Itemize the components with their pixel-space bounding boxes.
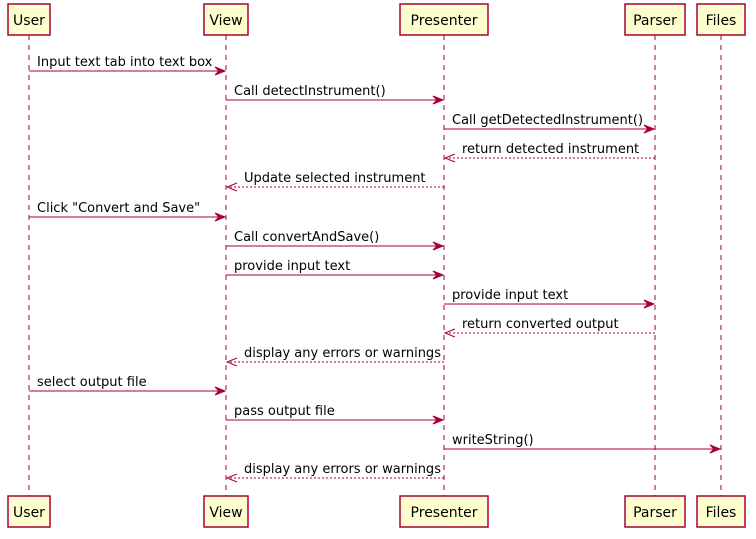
arrowhead-open — [443, 328, 456, 338]
message-label: Update selected instrument — [244, 171, 426, 186]
participant-box — [7, 3, 51, 36]
message-label: Call detectInstrument() — [234, 84, 386, 99]
participant-top-files: Files — [696, 3, 746, 36]
message-10: return converted output — [443, 317, 655, 338]
message-label: Call getDetectedInstrument() — [452, 113, 643, 128]
participant-top-parser: Parser — [624, 3, 686, 36]
participant-label: User — [13, 13, 45, 29]
message-6: Click "Convert and Save" — [29, 201, 227, 222]
participant-top-view: View — [203, 3, 249, 36]
arrowhead-solid — [643, 124, 656, 134]
message-5: Update selected instrument — [225, 171, 444, 192]
participant-label: Files — [706, 505, 737, 521]
message-label: Input text tab into text box — [37, 55, 213, 70]
message-3: Call getDetectedInstrument() — [444, 113, 656, 134]
participant-bottom-presenter: Presenter — [399, 495, 489, 528]
arrowhead-solid — [214, 212, 227, 222]
arrowhead-open — [443, 153, 456, 163]
lifelines — [28, 35, 722, 496]
participant-bottom-view: View — [203, 495, 249, 528]
participant-box — [696, 495, 746, 528]
arrowhead-solid — [432, 415, 445, 425]
message-2: Call detectInstrument() — [226, 84, 445, 105]
participant-box — [624, 3, 686, 36]
participant-box — [696, 3, 746, 36]
participant-box — [203, 495, 249, 528]
message-label: Call convertAndSave() — [234, 230, 379, 245]
message-label: writeString() — [452, 433, 534, 448]
participant-label: Parser — [633, 13, 677, 29]
arrowhead-solid — [709, 444, 722, 454]
message-8: provide input text — [226, 259, 445, 280]
participant-top-presenter: Presenter — [399, 3, 489, 36]
arrowhead-solid — [643, 299, 656, 309]
arrowhead-solid — [432, 241, 445, 251]
message-label: Click "Convert and Save" — [37, 201, 200, 216]
participant-bottom-parser: Parser — [624, 495, 686, 528]
arrowhead-open — [225, 473, 238, 483]
message-label: provide input text — [234, 259, 350, 274]
message-label: select output file — [37, 375, 147, 390]
arrowhead-solid — [214, 386, 227, 396]
message-label: display any errors or warnings — [244, 462, 441, 477]
message-11: display any errors or warnings — [225, 346, 444, 367]
participant-label: Parser — [633, 505, 677, 521]
participants-top: User View Presenter Parser Files — [7, 3, 746, 36]
arrowhead-solid — [432, 95, 445, 105]
message-label: display any errors or warnings — [244, 346, 441, 361]
participants-bottom: User View Presenter Parser Files — [7, 495, 746, 528]
message-4: return detected instrument — [443, 142, 655, 163]
participant-label: User — [13, 505, 45, 521]
participant-box — [203, 3, 249, 36]
participant-box — [624, 495, 686, 528]
message-15: display any errors or warnings — [225, 462, 444, 483]
participant-top-user: User — [7, 3, 51, 36]
participant-label: Files — [706, 13, 737, 29]
arrowhead-open — [225, 182, 238, 192]
participant-label: View — [209, 13, 242, 29]
participant-box — [399, 3, 489, 36]
participant-box — [7, 495, 51, 528]
participant-label: Presenter — [411, 505, 478, 521]
message-7: Call convertAndSave() — [226, 230, 445, 251]
participant-bottom-user: User — [7, 495, 51, 528]
participant-bottom-files: Files — [696, 495, 746, 528]
message-label: provide input text — [452, 288, 568, 303]
message-1: Input text tab into text box — [29, 55, 227, 76]
message-14: writeString() — [444, 433, 722, 454]
message-12: select output file — [29, 375, 227, 396]
message-9: provide input text — [444, 288, 656, 309]
participant-label: Presenter — [411, 13, 478, 29]
arrowhead-solid — [432, 270, 445, 280]
message-label: return converted output — [462, 317, 619, 332]
arrowhead-solid — [214, 66, 227, 76]
message-label: pass output file — [234, 404, 335, 419]
arrowhead-open — [225, 357, 238, 367]
participant-label: View — [209, 505, 242, 521]
participant-box — [399, 495, 489, 528]
message-13: pass output file — [226, 404, 445, 425]
message-label: return detected instrument — [462, 142, 639, 157]
